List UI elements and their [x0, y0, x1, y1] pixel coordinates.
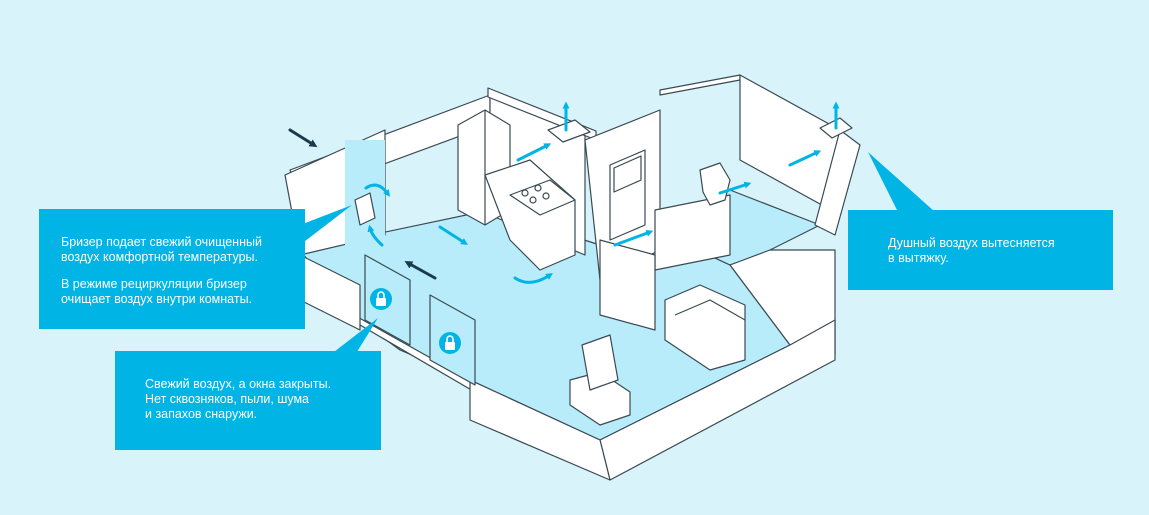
wall-right [814, 129, 861, 236]
arrow-bathroom-1 [718, 181, 752, 195]
callout-exhaust: Душный воздух вытесняется в вытяжку. [848, 210, 1113, 290]
lock-icon [370, 288, 392, 310]
arrow-outdoor-intake [288, 128, 318, 148]
arrow-to-kitchen-vent [516, 143, 552, 162]
lock-icon [439, 332, 461, 354]
wall-bathroom-front [654, 194, 731, 271]
callout-pointer-breezer [300, 205, 352, 245]
wall-partition [599, 239, 656, 331]
callout-breezer-text-1: Бризер подает свежий очищенный воздух ко… [61, 235, 262, 264]
callout-windows: Свежий воздух, а окна закрыты. Нет сквоз… [115, 351, 381, 450]
arrow-room-1 [438, 225, 468, 245]
arrow-outdoor-window [404, 261, 437, 280]
airflow-arrows [364, 101, 840, 284]
apartment [284, 74, 861, 481]
arrow-room-2 [513, 273, 553, 284]
arrow-breezer-out [364, 183, 391, 197]
arrow-corridor [613, 229, 654, 247]
callout-pointer-exhaust [868, 152, 935, 212]
callout-pointer-windows [330, 318, 378, 355]
breezer-device [354, 192, 376, 226]
tv [581, 334, 619, 391]
sofa [664, 284, 746, 371]
toilet [699, 162, 731, 206]
callout-exhaust-text: Душный воздух вытесняется в вытяжку. [888, 236, 1055, 265]
outdoor-arrows [288, 128, 437, 280]
callout-windows-text: Свежий воздух, а окна закрыты. Нет сквоз… [145, 377, 332, 421]
arrow-bathroom-2 [788, 150, 822, 167]
callout-breezer: Бризер подает свежий очищенный воздух ко… [39, 209, 305, 329]
wall-bathroom-back [659, 74, 741, 96]
callout-breezer-text-2: В режиме рециркуляции бризер очищает воз… [61, 277, 253, 306]
arrow-breezer-in [367, 224, 384, 247]
